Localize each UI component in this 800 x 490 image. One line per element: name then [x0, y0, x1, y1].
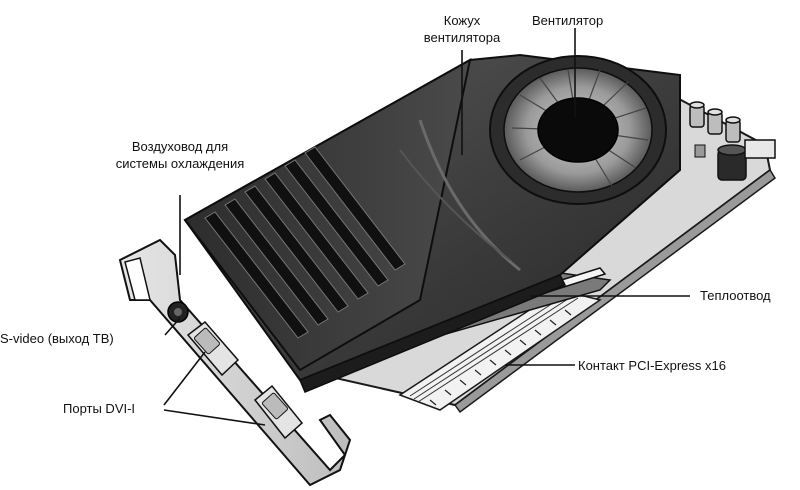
label-pcie-contact: Контакт PCI-Express x16 [578, 358, 726, 373]
ventilation-slots [204, 146, 406, 339]
label-dvi-ports: Порты DVI-I [63, 401, 136, 416]
label-air-duct-line-2: системы охлаждения [115, 156, 245, 171]
label-heatsink: Теплоотвод [700, 288, 771, 303]
label-air-duct: Воздуховод для системы охлаждения [98, 138, 262, 172]
fan [489, 55, 667, 205]
label-svideo: S-video (выход ТВ) [0, 331, 114, 346]
board-components [689, 101, 776, 181]
label-fan: Вентилятор [532, 13, 604, 28]
output-ports [167, 301, 304, 440]
label-fan-shroud: Кожух вентилятора [400, 12, 524, 46]
label-fan-shroud-line-1: Кожух [443, 13, 481, 28]
label-fan-shroud-line-2: вентилятора [423, 30, 501, 45]
leader-lines [163, 28, 690, 426]
label-air-duct-line-1: Воздуховод для [131, 139, 229, 154]
pcie-contact-strip [398, 289, 602, 411]
